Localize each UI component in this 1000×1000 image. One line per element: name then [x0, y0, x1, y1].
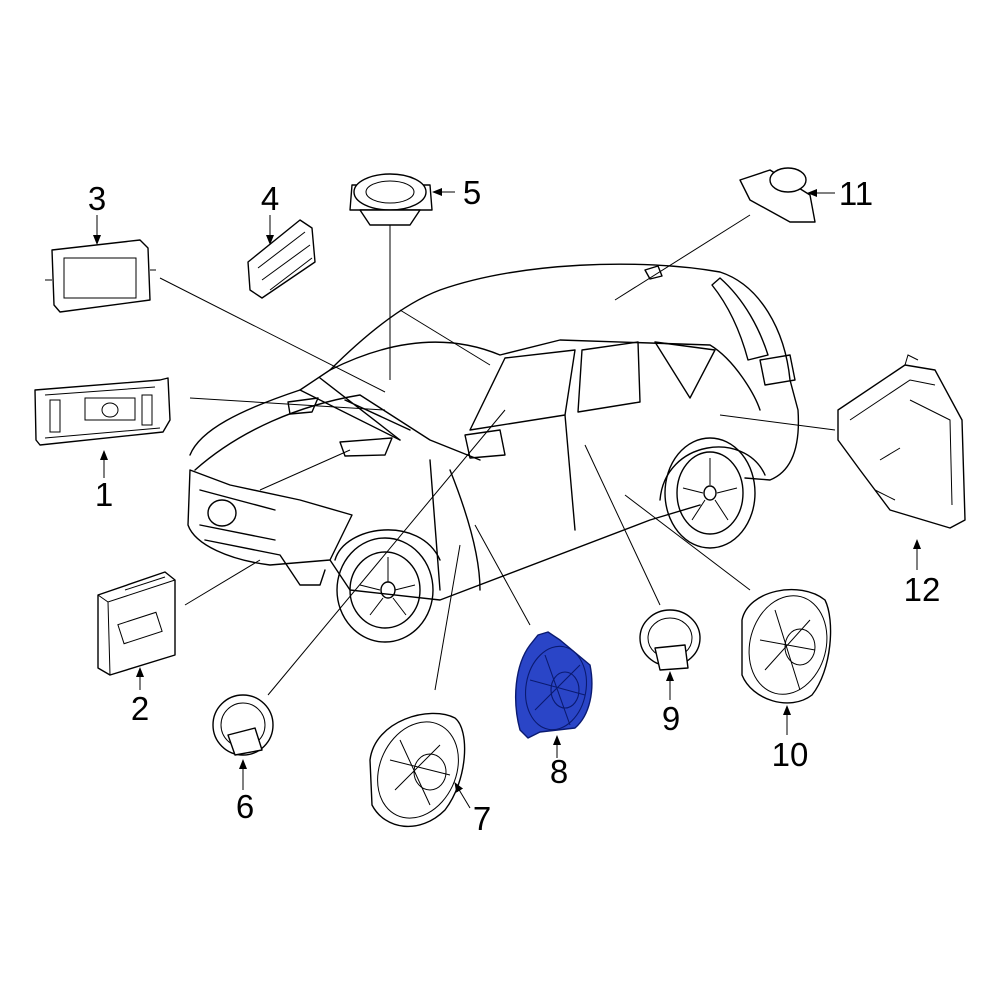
- callout-4: 4: [261, 180, 279, 217]
- part-8-speaker-highlighted: [515, 631, 593, 739]
- callout-3: 3: [88, 180, 106, 217]
- callout-labels: 1 2 3 4 5 6 7 8 9 10 11 12: [88, 174, 941, 837]
- callout-5: 5: [463, 174, 481, 211]
- callout-1: 1: [95, 476, 113, 513]
- callout-2: 2: [131, 690, 149, 727]
- callout-7: 7: [473, 800, 491, 837]
- callout-9: 9: [662, 700, 680, 737]
- part-12-amplifier: [837, 354, 966, 529]
- callout-arrows: [93, 188, 921, 809]
- leader-lines: [159, 214, 836, 696]
- callout-6: 6: [236, 788, 254, 825]
- vehicle-illustration: [187, 263, 800, 643]
- part-7-speaker: [369, 712, 466, 827]
- part-11-speaker: [739, 167, 816, 223]
- callout-8: 8: [550, 753, 568, 790]
- callout-10: 10: [772, 736, 809, 773]
- part-4-module: [247, 219, 316, 299]
- part-1-control-panel: [34, 377, 171, 446]
- part-9-tweeter: [639, 609, 701, 671]
- part-6-tweeter: [212, 694, 274, 756]
- part-5-speaker: [349, 173, 433, 226]
- callout-11: 11: [839, 175, 873, 212]
- part-3-display: [45, 239, 156, 313]
- callout-12: 12: [904, 571, 941, 608]
- part-10-speaker: [741, 588, 832, 704]
- part-2-control-unit: [97, 571, 176, 676]
